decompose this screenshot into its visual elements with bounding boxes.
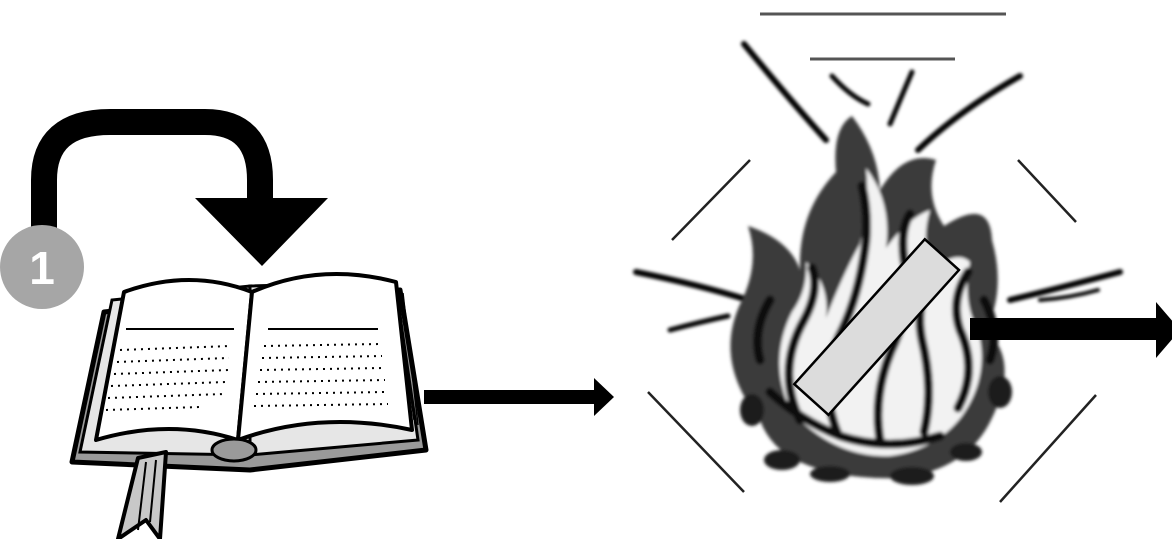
step-number: 1 bbox=[29, 242, 55, 294]
right-arrow-icon bbox=[424, 378, 614, 416]
fire-icon bbox=[636, 14, 1120, 502]
open-book-icon bbox=[72, 274, 426, 470]
curved-arrow-icon bbox=[44, 122, 328, 266]
step-badge: 1 bbox=[0, 225, 84, 309]
